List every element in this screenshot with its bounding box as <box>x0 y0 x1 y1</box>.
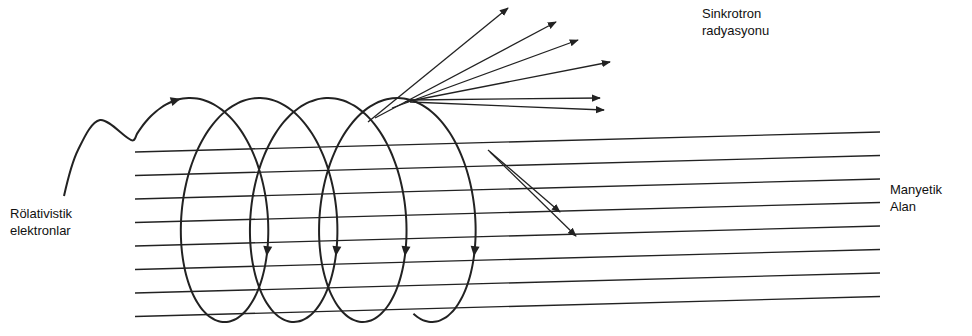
field-line <box>135 273 880 293</box>
radiation-ray <box>410 98 600 100</box>
field-line <box>135 203 880 223</box>
field-line <box>135 226 880 246</box>
direction-arrow <box>402 246 411 256</box>
field-line <box>135 250 880 270</box>
magnetic-field-lines <box>135 132 880 317</box>
radiation-ray <box>405 62 610 102</box>
radiation-ray <box>488 150 560 212</box>
radiation-rays <box>368 8 610 236</box>
direction-arrow <box>471 246 480 256</box>
field-line <box>135 297 880 317</box>
field-line <box>135 179 880 199</box>
electron-label: Rölativistik elektronlar <box>10 206 72 240</box>
electron-path <box>64 98 476 322</box>
electron-helix <box>64 97 480 322</box>
direction-arrow <box>332 246 341 256</box>
field-line <box>135 156 880 176</box>
direction-arrow <box>170 97 181 106</box>
radiation-ray <box>410 102 604 110</box>
radiation-ray <box>490 152 576 236</box>
direction-arrow <box>263 246 272 256</box>
field-label: Manyetik Alan <box>890 182 942 216</box>
radiation-label: Sinkrotron radyasyonu <box>702 6 769 40</box>
